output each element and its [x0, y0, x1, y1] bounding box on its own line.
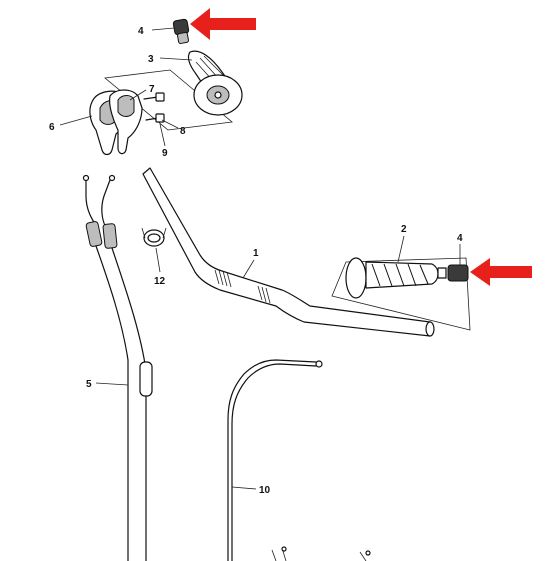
handlebar-knurl-left	[214, 269, 232, 288]
leader-8	[161, 119, 179, 129]
leader-2	[397, 235, 405, 263]
cable-10-line	[227, 359, 317, 561]
cable-5-nipple-a	[82, 174, 90, 182]
callout-labels: 4 3 7 6 8 9 1 2 4 12 5 10	[49, 26, 463, 496]
handlebar-knurl-right	[257, 285, 271, 304]
left-grip-outline-box	[331, 257, 471, 331]
flange-hole	[214, 91, 222, 99]
bar-end-cap-top-plug	[177, 32, 189, 44]
red-arrow-right	[470, 258, 532, 286]
cable-clamp	[141, 227, 167, 247]
callout-3: 3	[148, 54, 154, 65]
throttle-cable	[82, 174, 153, 561]
cable-5-adjuster-a	[85, 221, 103, 247]
highlight-arrows	[190, 8, 532, 286]
callout-2: 2	[401, 224, 407, 235]
left-grip-pattern	[371, 263, 429, 287]
cable-5-adjuster-b	[102, 223, 118, 249]
leader-1	[242, 259, 255, 279]
cable-stub-nipple-b	[365, 550, 371, 556]
callout-5: 5	[86, 379, 92, 390]
callout-4-right: 4	[457, 233, 463, 244]
cable-10	[227, 359, 371, 561]
cable-clamp-inner	[147, 233, 161, 243]
handlebar-tube	[142, 167, 431, 337]
cable-stub-nipple-a	[281, 546, 287, 552]
left-grip-assembly	[331, 257, 471, 331]
callout-6: 6	[49, 122, 55, 133]
handlebar	[142, 167, 435, 337]
bar-end-cap-right	[447, 264, 469, 282]
leader-10	[231, 486, 257, 490]
leader-3	[159, 57, 193, 61]
cable-clamp-tabs	[141, 227, 167, 239]
callout-12: 12	[154, 276, 166, 287]
callout-10: 10	[259, 485, 271, 496]
callout-8: 8	[180, 126, 186, 137]
cable-5-end-a	[85, 179, 99, 229]
left-grip-flange	[345, 257, 367, 299]
leader-6	[59, 115, 93, 126]
callout-1: 1	[253, 248, 259, 259]
callout-7: 7	[149, 84, 155, 95]
leader-5	[95, 382, 129, 386]
leader-7	[129, 89, 147, 101]
cable-5-line-b	[111, 247, 147, 561]
cable-5-nipple-b	[108, 174, 116, 182]
cable-10-line-inner	[231, 363, 317, 561]
cable-5-end-b	[101, 179, 111, 229]
cable-5-sleeve	[139, 361, 153, 397]
leader-12	[155, 247, 161, 273]
leader-4-top	[151, 27, 175, 31]
left-grip-body	[365, 261, 439, 289]
left-grip-collar	[437, 267, 447, 279]
handlebar-end	[425, 321, 435, 337]
housing-upper-shade	[117, 95, 135, 117]
throttle-housing	[89, 89, 165, 156]
leader-9	[159, 123, 166, 147]
cable-10-nipple	[315, 360, 323, 368]
red-arrow-top	[190, 8, 256, 40]
cable-5-line-a	[95, 245, 129, 561]
callout-9: 9	[162, 148, 168, 159]
leader-lines	[59, 27, 461, 490]
throttle-grip-assembly	[104, 18, 243, 131]
callout-4-top: 4	[138, 26, 144, 37]
screw-7-head	[155, 92, 165, 102]
assembly-outline-box	[104, 69, 233, 131]
